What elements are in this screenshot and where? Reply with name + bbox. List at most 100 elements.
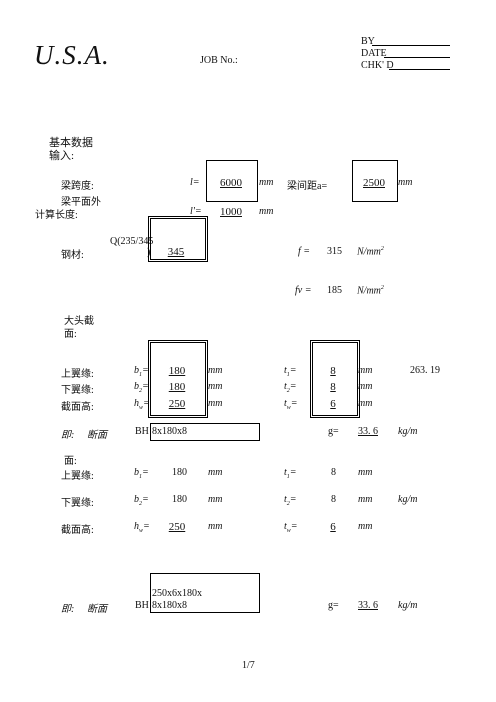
- web-t-symbol: tw=: [284, 398, 298, 411]
- f-symbol: f =: [298, 246, 311, 257]
- web-height-label: 截面高:: [61, 402, 94, 413]
- small-bottom-flange-b-symbol: b2=: [134, 494, 149, 507]
- fv-symbol: fv =: [295, 285, 312, 296]
- small-section-g-label: g=: [328, 600, 339, 611]
- small-top-flange-b-value: 180: [172, 467, 187, 478]
- small-top-flange-b-symbol: b1=: [134, 467, 149, 480]
- bottom-flange-b-symbol: b2=: [134, 381, 149, 394]
- small-bottom-flange-t-value: 8: [331, 494, 336, 505]
- top-flange-extra: 263. 19: [410, 365, 440, 376]
- date-label: DATE: [361, 48, 387, 59]
- big-end-title-line2: 面:: [64, 329, 77, 340]
- oop-value: 1000: [220, 206, 242, 218]
- small-top-flange-label: 上翼缘:: [61, 471, 94, 482]
- big-end-b-input-box[interactable]: [148, 340, 208, 418]
- small-section-word: 断面: [87, 604, 107, 615]
- small-bottom-flange-label: 下翼缘:: [61, 498, 94, 509]
- fv-unit: N/mm2: [357, 285, 384, 297]
- small-top-flange-t-symbol: t1=: [284, 467, 297, 480]
- big-end-title-line1: 大头截: [64, 316, 94, 327]
- oop-symbol: l'=: [190, 206, 202, 217]
- big-section-g-value: 33. 6: [358, 426, 378, 437]
- big-section-value: 8x180x8: [152, 426, 187, 437]
- spacing-value: 2500: [363, 177, 385, 189]
- small-end-title: 面:: [64, 456, 77, 467]
- small-web-h-unit: mm: [208, 521, 223, 532]
- small-section-value-line2: 8x180x8: [152, 600, 187, 611]
- small-web-h-value: 250: [168, 521, 186, 533]
- small-bottom-flange-g-unit: kg/m: [398, 494, 418, 505]
- top-flange-b-unit: mm: [208, 365, 223, 376]
- web-h-symbol: hw=: [134, 398, 150, 411]
- small-section-value-box: [150, 573, 260, 613]
- big-section-g-label: g=: [328, 426, 339, 437]
- fv-value: 185: [327, 285, 342, 296]
- top-flange-b-value: 180: [168, 365, 186, 377]
- small-bottom-flange-t-symbol: t2=: [284, 494, 297, 507]
- logo: U.S.A.: [34, 40, 110, 70]
- web-h-value: 250: [168, 398, 186, 410]
- section-title-line1: 基本数据: [49, 137, 93, 149]
- oop-unit: mm: [259, 206, 274, 217]
- top-flange-label: 上翼缘:: [61, 369, 94, 380]
- top-flange-t-unit: mm: [358, 365, 373, 376]
- bottom-flange-t-unit: mm: [358, 381, 373, 392]
- by-label: BY: [361, 36, 375, 47]
- web-t-unit: mm: [358, 398, 373, 409]
- f-unit: N/mm2: [357, 246, 384, 258]
- small-section-prefix: 即:: [61, 604, 75, 615]
- span-unit: mm: [259, 177, 274, 188]
- big-end-t-input-box[interactable]: [310, 340, 360, 418]
- span-symbol: l=: [190, 177, 200, 188]
- web-h-unit: mm: [208, 398, 223, 409]
- small-section-g-unit: kg/m: [398, 600, 418, 611]
- steel-grade-input-box[interactable]: [148, 216, 208, 262]
- steel-grade-label-line1: Q(235/345: [110, 236, 154, 247]
- span-value: 6000: [220, 177, 242, 189]
- small-web-h-symbol: hw=: [134, 521, 150, 534]
- bottom-flange-label: 下翼缘:: [61, 385, 94, 396]
- small-top-flange-t-unit: mm: [358, 467, 373, 478]
- spacing-label: 梁间距a=: [287, 181, 328, 192]
- by-line: [372, 45, 450, 46]
- oop-label-line2: 计算长度:: [35, 210, 78, 221]
- bottom-flange-t-value: 8: [330, 381, 336, 393]
- web-t-value: 6: [330, 398, 336, 410]
- small-web-t-value: 6: [330, 521, 336, 533]
- steel-label: 钢材:: [61, 250, 84, 261]
- small-web-t-symbol: tw=: [284, 521, 298, 534]
- bottom-flange-b-unit: mm: [208, 381, 223, 392]
- job-number-label: JOB No.:: [200, 55, 238, 66]
- f-value: 315: [327, 246, 342, 257]
- spacing-unit: mm: [398, 177, 413, 188]
- top-flange-t-symbol: t1=: [284, 365, 297, 378]
- small-bottom-flange-b-value: 180: [172, 494, 187, 505]
- chkd-label: CHK' D: [361, 60, 394, 71]
- small-bottom-flange-b-unit: mm: [208, 494, 223, 505]
- top-flange-t-value: 8: [330, 365, 336, 377]
- big-section-word: 断面: [87, 430, 107, 441]
- top-flange-b-symbol: b1=: [134, 365, 149, 378]
- small-section-g-value: 33. 6: [358, 600, 378, 611]
- date-line: [384, 57, 450, 58]
- small-web-t-unit: mm: [358, 521, 373, 532]
- spacing-input-box[interactable]: [352, 160, 398, 202]
- bottom-flange-b-value: 180: [168, 381, 186, 393]
- small-web-height-label: 截面高:: [61, 525, 94, 536]
- span-label: 梁跨度:: [61, 181, 94, 192]
- steel-grade-value: 345: [167, 246, 185, 258]
- small-top-flange-t-value: 8: [331, 467, 336, 478]
- chkd-line: [389, 69, 450, 70]
- big-section-value-box: [150, 423, 260, 441]
- page-number: 1/7: [242, 660, 255, 671]
- big-section-bh: BH: [135, 426, 149, 437]
- small-section-bh: BH: [135, 600, 149, 611]
- small-top-flange-b-unit: mm: [208, 467, 223, 478]
- section-title-line2: 输入:: [49, 150, 75, 162]
- big-section-g-unit: kg/m: [398, 426, 418, 437]
- span-input-box[interactable]: [206, 160, 258, 202]
- oop-label-line1: 梁平面外: [61, 197, 101, 208]
- big-section-prefix: 即:: [61, 430, 75, 441]
- small-bottom-flange-t-unit: mm: [358, 494, 373, 505]
- bottom-flange-t-symbol: t2=: [284, 381, 297, 394]
